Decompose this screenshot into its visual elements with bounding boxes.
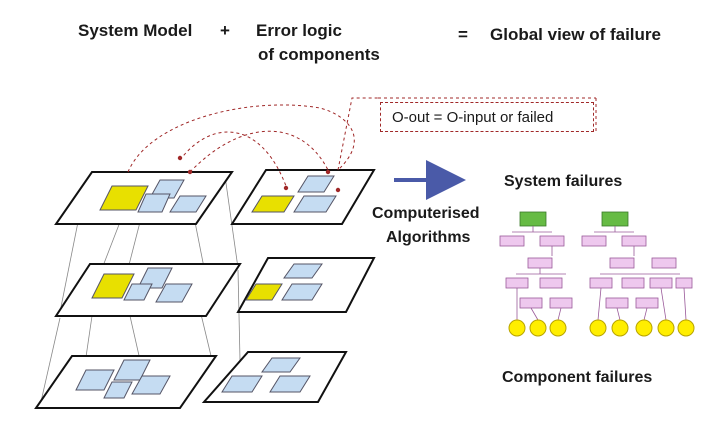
basic-events [508,319,695,337]
algorithms-label: Algorithms [386,229,471,246]
logic-layer-middle [236,257,376,313]
formula-text: O-out = O-input or failed [392,109,554,126]
error-logic-stack [201,169,376,403]
model-layer-top [54,171,234,225]
plus-sign: + [220,21,230,40]
equals-sign: = [458,25,468,44]
formula-box [380,102,594,132]
error-logic-label-line1: Error logic [256,21,342,40]
system-model-stack [34,171,242,409]
logic-layer-bottom [201,351,348,403]
logic-layer-top [230,169,376,225]
fault-trees [499,211,693,321]
global-view-label: Global view of failure [490,25,661,44]
dashed-links [127,97,597,187]
component-failures-label: Component failures [502,369,653,386]
error-logic-label-line2: of components [258,45,380,64]
model-layer-middle [54,263,242,317]
link-endpoints [177,155,341,193]
model-layer-bottom [34,355,218,409]
system-model-label: System Model [78,21,193,40]
system-failures-label: System failures [504,173,623,190]
computerised-label: Computerised [372,205,480,222]
